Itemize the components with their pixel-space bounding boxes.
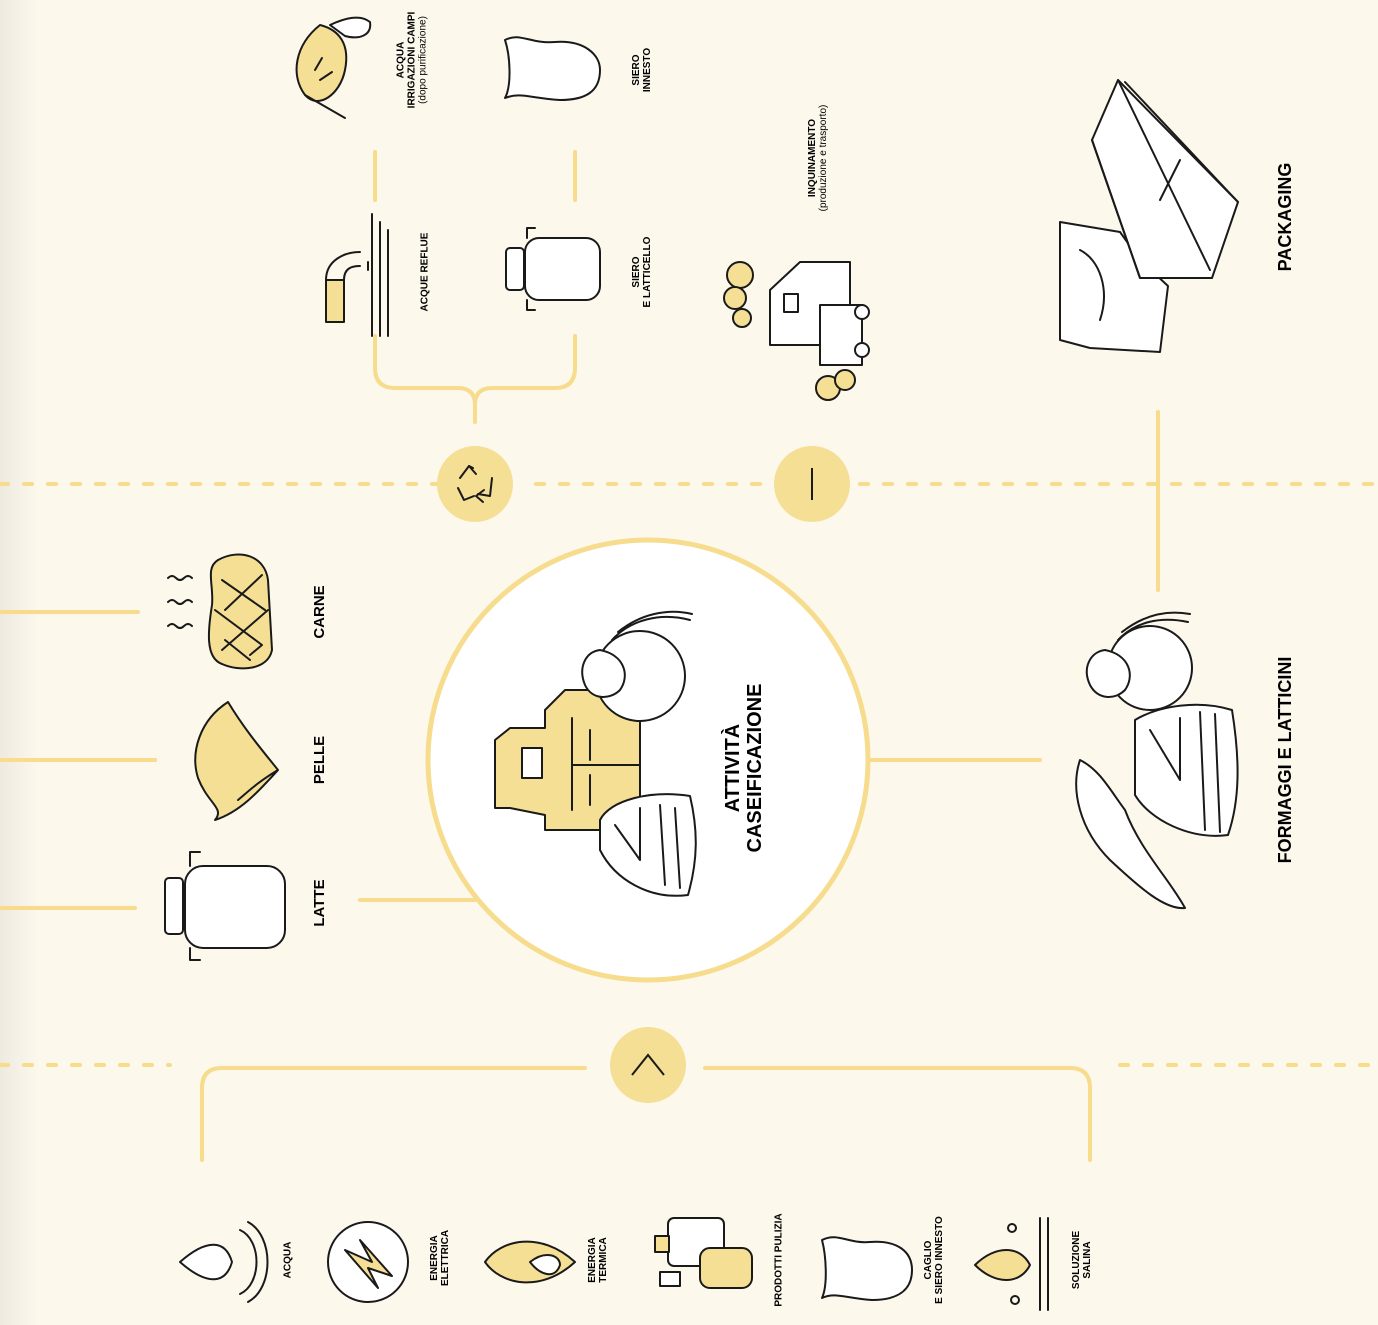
center-title-line1: ATTIVITÀ	[722, 684, 744, 853]
siero-milk-can-icon	[506, 228, 600, 310]
prodotti-pulizia-line1: PRODOTTI PULIZIA	[774, 1213, 785, 1306]
top-bracket	[375, 336, 575, 422]
meat-steak-icon	[168, 554, 272, 668]
acqua-irrigazioni-line2: IRRIGAZIONI CAMPI	[407, 12, 418, 109]
label-acqua-irrigazioni: ACQUA IRRIGAZIONI CAMPI (dopo purificazi…	[396, 12, 429, 109]
plus-circle	[610, 1027, 686, 1103]
soluzione-salina-line1: SOLUZIONE	[1071, 1231, 1082, 1289]
acqua-line1: ACQUA	[283, 1242, 294, 1279]
siero-innesto-line2: INNESTO	[642, 48, 653, 92]
label-pelle: PELLE	[312, 736, 329, 784]
hide-icon	[195, 702, 278, 820]
inquinamento-sub: (produzione e trasporto)	[818, 105, 829, 212]
cheeses-icon	[1076, 613, 1237, 909]
energia-termica-line1: ENERGIA	[587, 1237, 598, 1283]
soluzione-salina-line2: SALINA	[1082, 1231, 1093, 1289]
label-latte: LATTE	[312, 879, 329, 926]
label-formaggi: FORMAGGI E LATTICINI	[1276, 657, 1296, 864]
label-packaging: PACKAGING	[1276, 163, 1296, 272]
siero-innesto-line1: SIERO	[631, 48, 642, 92]
center-title: ATTIVITÀ CASEIFICAZIONE	[722, 684, 766, 853]
siero-latticello-line1: SIERO	[631, 237, 642, 308]
label-acque-reflue: ACQUE REFLUE	[420, 233, 431, 312]
inquinamento-line1: INQUINAMENTO	[807, 105, 818, 212]
acqua-irrigazioni-sub: (dopo purificazione)	[418, 12, 429, 109]
jug-icon	[505, 37, 600, 100]
label-energia-termica: ENERGIA TERMICA	[587, 1237, 609, 1283]
acqua-irrigazioni-line1: ACQUA	[396, 12, 407, 109]
label-energia-elettrica: ENERGIA ELETTRICA	[429, 1230, 451, 1286]
factory-truck-icon	[724, 262, 869, 400]
label-carne: CARNE	[312, 585, 329, 638]
energia-elettrica-line1: ENERGIA	[429, 1230, 440, 1286]
label-inquinamento: INQUINAMENTO (produzione e trasporto)	[807, 105, 829, 212]
energia-termica-line2: TERMICA	[598, 1237, 609, 1283]
label-caglio: CAGLIO E SIERO INNESTO	[923, 1216, 945, 1304]
drain-pipe-icon	[326, 214, 388, 336]
detergent-bottles-icon	[655, 1218, 752, 1288]
label-prodotti-pulizia: PRODOTTI PULIZIA	[774, 1213, 785, 1306]
lightning-icon	[328, 1222, 408, 1302]
label-acqua: ACQUA	[283, 1242, 294, 1279]
recycle-circle	[437, 446, 513, 522]
saline-drop-icon	[975, 1218, 1048, 1310]
flame-icon	[485, 1242, 575, 1283]
water-drop-icon	[180, 1222, 268, 1302]
label-siero-innesto: SIERO INNESTO	[631, 48, 653, 92]
caglio-line1: CAGLIO	[923, 1216, 934, 1304]
leaf-drop-icon	[297, 18, 371, 118]
center-title-line2: CASEIFICAZIONE	[744, 684, 766, 853]
caglio-jug-icon	[822, 1237, 912, 1300]
label-siero-latticello: SIERO E LATTICELLO	[631, 237, 653, 308]
caglio-line2: E SIERO INNESTO	[934, 1216, 945, 1304]
milk-can-icon	[165, 852, 285, 960]
label-soluzione-salina: SOLUZIONE SALINA	[1071, 1231, 1093, 1289]
box-bag-icon	[1060, 80, 1238, 352]
siero-latticello-line2: E LATTICELLO	[642, 237, 653, 308]
energia-elettrica-line2: ELETTRICA	[440, 1230, 451, 1286]
